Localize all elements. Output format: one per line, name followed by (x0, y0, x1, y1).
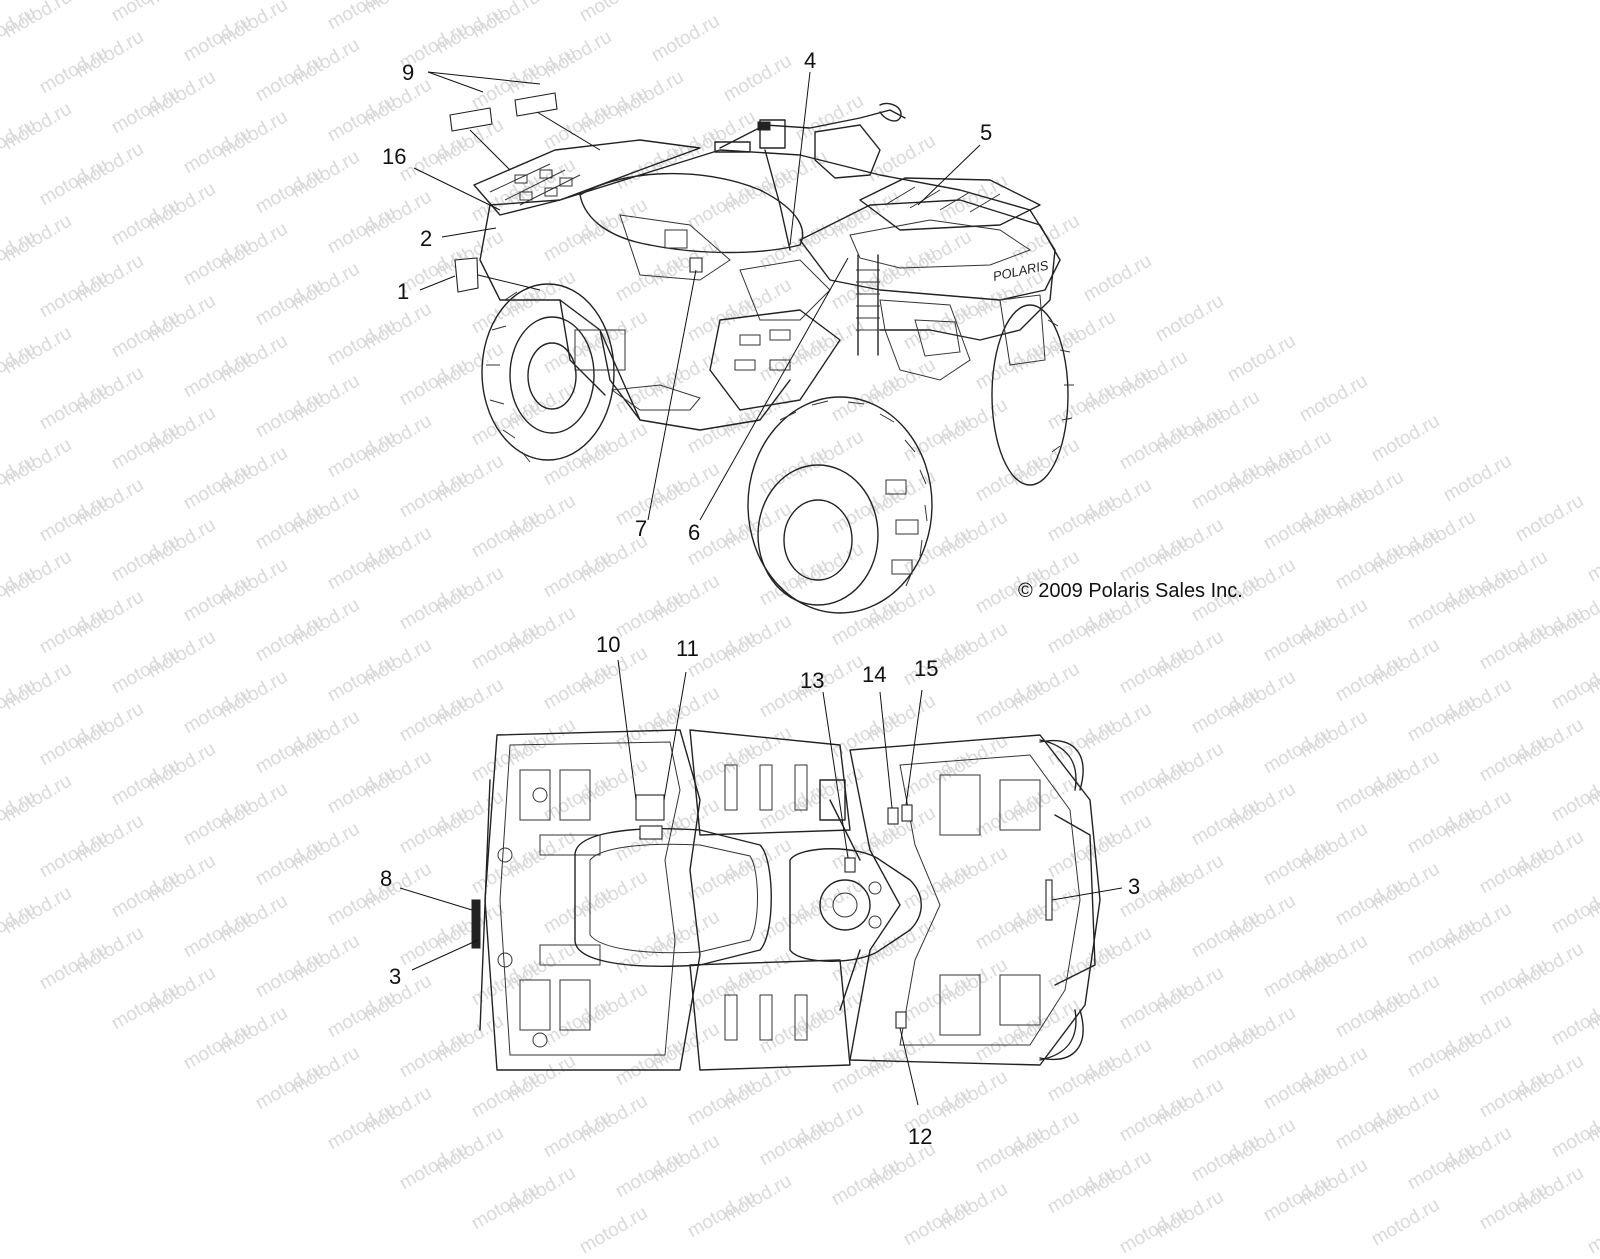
atv-drawing: POLARIS (399, 71, 1123, 1106)
decal-12 (895, 1011, 907, 1029)
callout-3-left: 3 (389, 964, 402, 989)
atv-top-view (471, 729, 1101, 1071)
handlebar (714, 102, 906, 251)
atv-perspective-view: POLARIS (449, 92, 1074, 614)
front-near-wheel (747, 396, 933, 614)
callout-9: 9 (402, 60, 415, 85)
callout-13: 13 (800, 668, 825, 693)
callout-16: 16 (382, 144, 407, 169)
decal-7 (689, 257, 703, 273)
callout-7: 7 (635, 516, 648, 541)
footwell (709, 309, 841, 411)
decal-15 (901, 804, 913, 822)
leader-lines (399, 71, 1123, 1106)
decal-9b (514, 92, 558, 117)
watermark-text: motod.ru (1584, 1202, 1600, 1259)
callout-15: 15 (914, 656, 939, 681)
callout-3-right: 3 (1128, 874, 1141, 899)
front-fender (799, 199, 1061, 381)
decal-8 (471, 899, 481, 949)
front-shock (856, 254, 880, 356)
watermark-text: motod.ru (1116, 1202, 1192, 1259)
callout-12: 12 (908, 1124, 933, 1149)
decal-9a (449, 107, 493, 132)
callout-5: 5 (980, 120, 993, 145)
watermark-text: motod.ru (1368, 1194, 1444, 1251)
decal-14 (887, 807, 899, 825)
callout-4: 4 (804, 48, 817, 73)
callout-8: 8 (380, 866, 393, 891)
decal-10 (635, 794, 665, 821)
atv-body (479, 149, 1056, 431)
front-rack (859, 177, 1041, 231)
decal-3-front (1045, 879, 1053, 921)
callout-14: 14 (862, 662, 887, 687)
watermark-text: motod.ru (576, 1202, 652, 1259)
callout-2: 2 (420, 226, 433, 251)
callout-6: 6 (688, 520, 701, 545)
decal-1 (454, 257, 479, 293)
decal-13 (844, 857, 856, 873)
callout-10: 10 (596, 632, 621, 657)
watermark-text: motod.ru (900, 1194, 976, 1251)
rear-left-wheel (481, 283, 615, 463)
callout-11: 11 (676, 636, 699, 661)
front-far-wheel (991, 304, 1074, 486)
rear-rack (473, 139, 701, 216)
decal-11 (639, 825, 663, 840)
callout-1: 1 (397, 279, 410, 304)
copyright-notice: © 2009 Polaris Sales Inc. (1018, 580, 1243, 602)
